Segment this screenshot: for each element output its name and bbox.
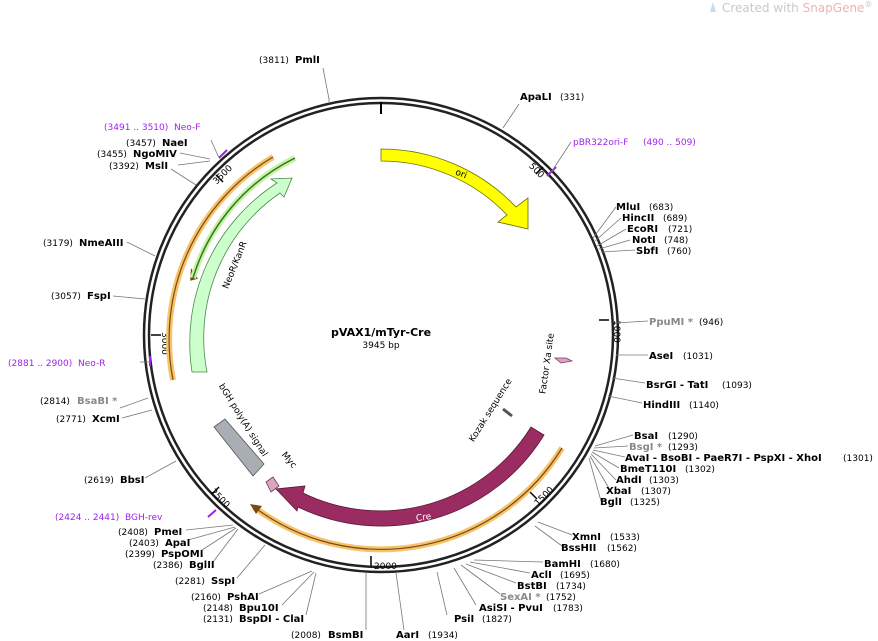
site-pmei: (2408)PmeI bbox=[118, 527, 182, 538]
site-xbai: XbaI(1307) bbox=[606, 486, 671, 497]
site-xmni: XmnI(1533) bbox=[572, 532, 640, 543]
orf-cre-arrowhead bbox=[250, 504, 262, 514]
tick-500: 500 bbox=[526, 162, 545, 181]
site-asei: AseI(1031) bbox=[649, 351, 713, 362]
tick-2000: 2000 bbox=[374, 562, 397, 572]
site-hincii: HincII(689) bbox=[622, 213, 687, 224]
cre-feature[interactable] bbox=[275, 426, 545, 527]
factorxa-label: Factor Xa site bbox=[538, 332, 556, 394]
site-avai: AvaI - BsoBI - PaeR7I - PspXI - XhoI(130… bbox=[625, 453, 873, 464]
primer-neo-r: (2881 .. 2900)Neo-R bbox=[8, 359, 105, 369]
site-mlui: MluI(683) bbox=[616, 202, 673, 213]
site-fspi: (3057)FspI bbox=[51, 291, 111, 302]
site-hindiii: HindIII(1140) bbox=[643, 400, 719, 411]
backbone-outer bbox=[142, 96, 620, 574]
tick-3000: 3000 bbox=[159, 332, 169, 355]
site-bstbi: BstBI(1734) bbox=[517, 581, 586, 592]
site-aari: AarI(1934) bbox=[396, 630, 458, 641]
plasmid-name: pVAX1/mTyr-Cre bbox=[331, 326, 431, 339]
site-msli: (3392)MslI bbox=[109, 161, 168, 172]
site-psii: PsiI(1827) bbox=[454, 614, 512, 625]
ori-feature[interactable] bbox=[380, 148, 529, 230]
site-ahdi: AhdI(1303) bbox=[616, 475, 679, 486]
watermark-reg: ® bbox=[864, 0, 873, 9]
site-sexai: SexAI *(1752) bbox=[500, 592, 576, 603]
site-ecori: EcoRI(721) bbox=[627, 224, 692, 235]
site-sbfi: SbfI(760) bbox=[636, 246, 691, 257]
site-bspdi: (2131)BspDI - ClaI bbox=[203, 614, 304, 625]
tick-marks bbox=[151, 166, 609, 566]
plasmid-length: 3945 bp bbox=[362, 341, 399, 351]
site-bsabi: (2814)BsaBI * bbox=[40, 396, 118, 407]
site-pmli: (3811)PmlI bbox=[259, 55, 320, 66]
ori-label: ori bbox=[454, 168, 469, 182]
site-asisi: AsiSI - PvuI(1783) bbox=[479, 603, 583, 614]
tick-1000: 1000 bbox=[611, 320, 621, 343]
snapgene-watermark: Created with SnapGene® bbox=[708, 0, 872, 15]
factorxa-feature[interactable] bbox=[553, 357, 574, 364]
site-pspomi: (2399)PspOMI bbox=[125, 549, 203, 560]
site-bsai: BsaI(1290) bbox=[634, 431, 698, 442]
site-sspi: (2281)SspI bbox=[175, 576, 235, 587]
neor-feature[interactable] bbox=[189, 177, 293, 373]
site-bsmbi: (2008)BsmBI bbox=[291, 630, 363, 641]
kozak-feature[interactable] bbox=[502, 407, 513, 418]
orf-neor-line bbox=[168, 156, 274, 381]
primer-marks bbox=[149, 149, 557, 518]
site-bsgi: BsgI *(1293) bbox=[629, 442, 698, 453]
site-bsshii: BssHII(1562) bbox=[561, 543, 637, 554]
site-pshai: (2160)PshAI bbox=[191, 592, 259, 603]
primer-neo-f: (3491 .. 3510)Neo-F bbox=[104, 123, 200, 133]
site-bgli: BglI(1325) bbox=[600, 497, 660, 508]
cre-label: Cre bbox=[415, 512, 432, 524]
site-bmet110i: BmeT110I(1302) bbox=[620, 464, 715, 475]
site-naei: (3457)NaeI bbox=[126, 138, 188, 149]
myc-feature[interactable] bbox=[265, 476, 280, 493]
site-bbsi: (2619)BbsI bbox=[84, 475, 144, 486]
orf-neor-arc bbox=[166, 154, 275, 381]
site-nmeaiii: (3179)NmeAIII bbox=[43, 238, 123, 249]
primer-bgh-rev: (2424 .. 2441)BGH-rev bbox=[55, 513, 163, 523]
site-ngomiv: (3455)NgoMIV bbox=[97, 149, 177, 160]
promoter-line bbox=[192, 157, 296, 279]
myc-label: Myc bbox=[279, 450, 298, 470]
site-bsrgi: BsrGI - TatI(1093) bbox=[646, 380, 752, 391]
site-apali: ApaLI(331) bbox=[520, 92, 584, 103]
site-apai: (2403)ApaI bbox=[129, 538, 190, 549]
watermark-brand: SnapGene bbox=[802, 1, 865, 15]
site-bglii: (2386)BglII bbox=[153, 560, 215, 571]
orf-cre-line bbox=[253, 447, 563, 550]
site-noti: NotI(748) bbox=[632, 235, 688, 246]
kozak-label: Kozak sequence bbox=[468, 377, 515, 444]
snapgene-leaf-icon bbox=[710, 2, 716, 12]
site-acli: AclI(1695) bbox=[531, 570, 590, 581]
watermark-text: Created with bbox=[722, 1, 803, 15]
site-bamhi: BamHI(1680) bbox=[544, 559, 620, 570]
site-ppumi: PpuMI *(946) bbox=[649, 317, 723, 328]
site-xcmi: (2771)XcmI bbox=[56, 414, 120, 425]
site-bpu10i: (2148)Bpu10I bbox=[203, 603, 279, 614]
leader-lines bbox=[112, 67, 649, 631]
bgh-feature[interactable] bbox=[213, 418, 265, 477]
primer-pbr322ori-f: pBR322ori-F(490 .. 509) bbox=[573, 138, 696, 148]
